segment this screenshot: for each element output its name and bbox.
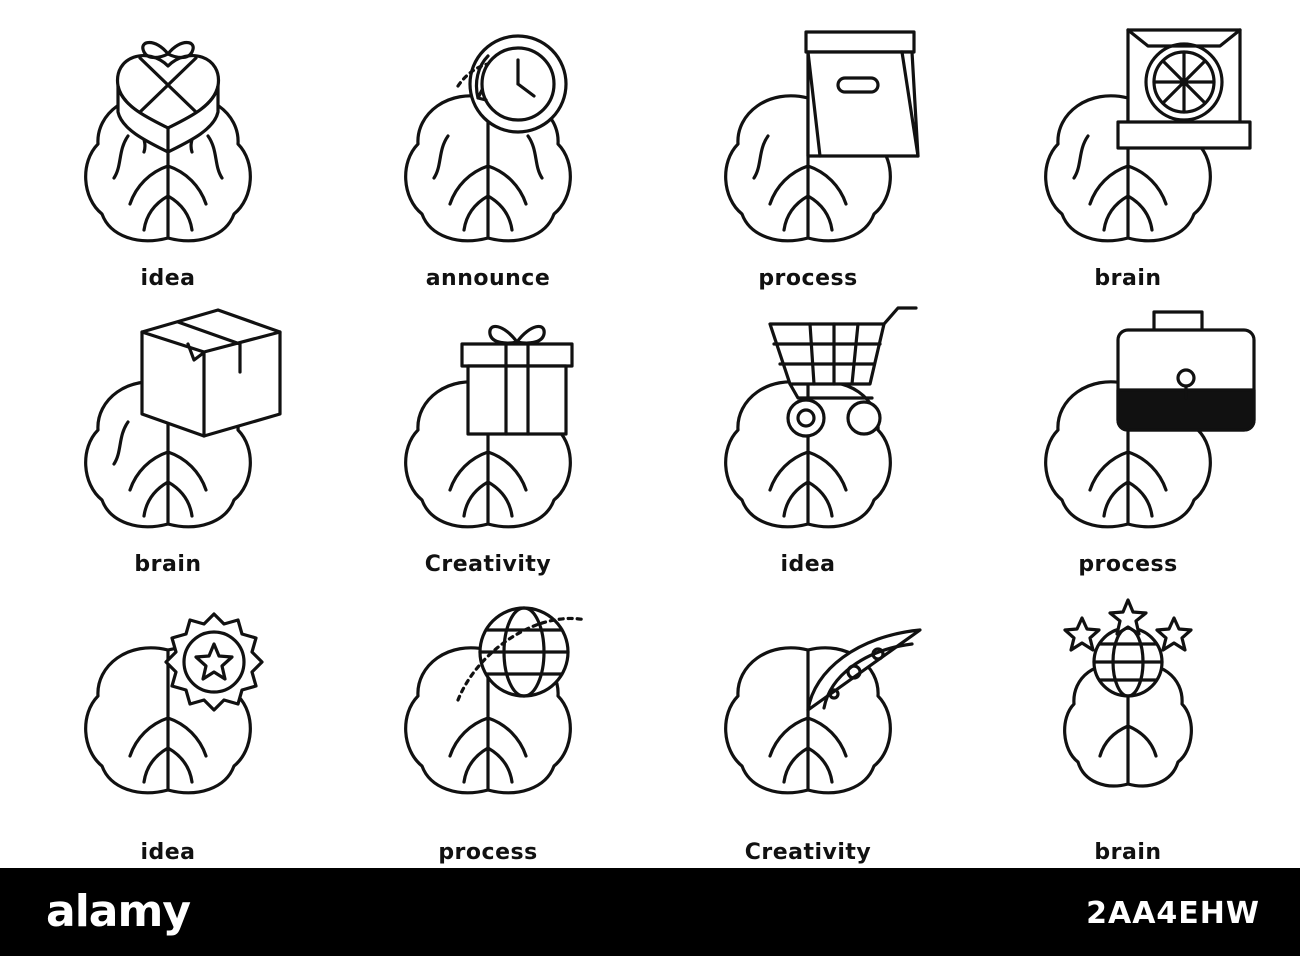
shopping-cart-icon xyxy=(768,306,918,438)
icon-cell: Creativity xyxy=(658,590,958,880)
icon-cell: brain xyxy=(978,16,1278,306)
pizza-box-icon xyxy=(1116,28,1252,150)
icon-label: idea xyxy=(140,840,196,865)
icon-cell: idea xyxy=(658,302,958,592)
globe-orbit-icon xyxy=(456,606,588,702)
icon-cell: process xyxy=(978,302,1278,592)
briefcase-icon xyxy=(1116,310,1256,432)
icon-cell: announce xyxy=(338,16,638,306)
icon-cell: idea xyxy=(18,590,318,880)
icon-label: process xyxy=(438,840,538,865)
gift-heart-box-icon xyxy=(116,40,220,154)
pizza-slice-icon xyxy=(806,628,922,712)
icon-label: brain xyxy=(134,552,202,577)
icon-cell: brain xyxy=(978,590,1278,880)
watermark-footer: alamy 2AA4EHW xyxy=(0,868,1300,956)
brain-icon xyxy=(724,646,892,795)
icon-cell: idea xyxy=(18,16,318,306)
clock-icon xyxy=(456,34,568,134)
icon-label: process xyxy=(1078,552,1178,577)
icon-grid: idea announce process xyxy=(18,16,1278,865)
icon-label: Creativity xyxy=(424,552,552,577)
icon-cell: process xyxy=(338,590,638,880)
icon-cell: brain xyxy=(18,302,318,592)
globe-stars-icon xyxy=(1063,598,1193,698)
icon-cell: process xyxy=(658,16,958,306)
alamy-logo: alamy xyxy=(46,886,191,937)
icon-label: brain xyxy=(1094,840,1162,865)
icon-cell: Creativity xyxy=(338,302,638,592)
icon-label: process xyxy=(758,266,858,291)
paper-bag-icon xyxy=(804,30,920,158)
icon-label: announce xyxy=(425,266,551,291)
gift-box-icon xyxy=(460,324,574,436)
image-id: 2AA4EHW xyxy=(1086,896,1260,931)
cardboard-box-icon xyxy=(140,308,282,438)
icon-label: idea xyxy=(140,266,196,291)
icon-label: brain xyxy=(1094,266,1162,291)
icon-label: idea xyxy=(780,552,836,577)
star-badge-icon xyxy=(164,612,264,712)
icon-label: Creativity xyxy=(744,840,872,865)
